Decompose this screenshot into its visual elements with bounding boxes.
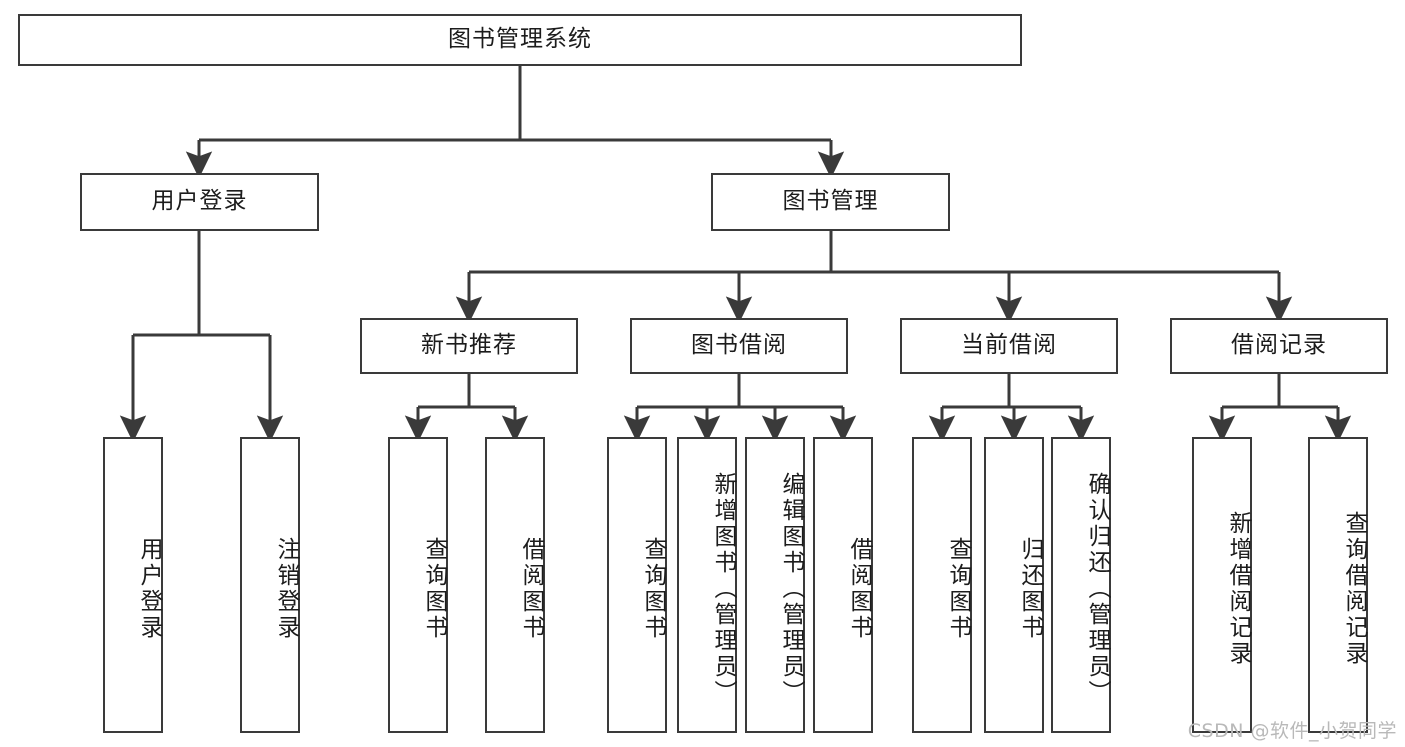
node-leaf-edit-book[interactable]: 编辑图书（管理员）: [745, 437, 805, 733]
node-leaf-confirm-return[interactable]: 确认归还（管理员）: [1051, 437, 1111, 733]
node-new-book-recommend-label: 新书推荐: [421, 332, 517, 359]
node-borrow-record-label: 借阅记录: [1231, 332, 1327, 359]
node-user-login-label: 用户登录: [151, 188, 248, 215]
node-leaf-query-book-borrow-label: 查询图书: [640, 537, 666, 641]
node-current-borrow[interactable]: 当前借阅: [900, 318, 1118, 374]
node-book-manage-label: 图书管理: [782, 188, 879, 215]
node-leaf-query-record[interactable]: 查询借阅记录: [1308, 437, 1368, 733]
node-leaf-logout[interactable]: 注销登录: [240, 437, 300, 733]
node-leaf-query-book-current[interactable]: 查询图书: [912, 437, 972, 733]
node-leaf-return-book[interactable]: 归还图书: [984, 437, 1044, 733]
node-new-book-recommend[interactable]: 新书推荐: [360, 318, 578, 374]
node-leaf-confirm-return-label: 确认归还（管理员）: [1084, 472, 1110, 706]
node-leaf-add-book-label: 新增图书（管理员）: [710, 472, 736, 706]
watermark: CSDN @软件_小贺同学: [1187, 720, 1397, 742]
node-book-borrow[interactable]: 图书借阅: [630, 318, 848, 374]
node-leaf-query-book-new-label: 查询图书: [421, 537, 447, 641]
node-leaf-borrow-book-new[interactable]: 借阅图书: [485, 437, 545, 733]
node-leaf-query-book-current-label: 查询图书: [945, 537, 971, 641]
node-leaf-borrow-book[interactable]: 借阅图书: [813, 437, 873, 733]
node-leaf-user-login-label: 用户登录: [136, 537, 162, 641]
node-leaf-user-login[interactable]: 用户登录: [103, 437, 163, 733]
node-leaf-borrow-book-new-label: 借阅图书: [518, 537, 544, 641]
node-leaf-add-record[interactable]: 新增借阅记录: [1192, 437, 1252, 733]
node-leaf-query-record-label: 查询借阅记录: [1341, 511, 1367, 667]
node-leaf-add-book[interactable]: 新增图书（管理员）: [677, 437, 737, 733]
node-leaf-query-book-new[interactable]: 查询图书: [388, 437, 448, 733]
node-leaf-return-book-label: 归还图书: [1017, 537, 1043, 641]
node-leaf-add-record-label: 新增借阅记录: [1225, 511, 1251, 667]
node-leaf-logout-label: 注销登录: [273, 537, 299, 641]
node-root-label: 图书管理系统: [448, 26, 592, 53]
node-book-borrow-label: 图书借阅: [691, 332, 787, 359]
node-leaf-query-book-borrow[interactable]: 查询图书: [607, 437, 667, 733]
node-borrow-record[interactable]: 借阅记录: [1170, 318, 1388, 374]
node-leaf-edit-book-label: 编辑图书（管理员）: [778, 472, 804, 706]
node-root[interactable]: 图书管理系统: [18, 14, 1022, 66]
node-book-manage[interactable]: 图书管理: [711, 173, 950, 231]
node-leaf-borrow-book-label: 借阅图书: [846, 537, 872, 641]
node-current-borrow-label: 当前借阅: [961, 332, 1057, 359]
node-user-login[interactable]: 用户登录: [80, 173, 319, 231]
